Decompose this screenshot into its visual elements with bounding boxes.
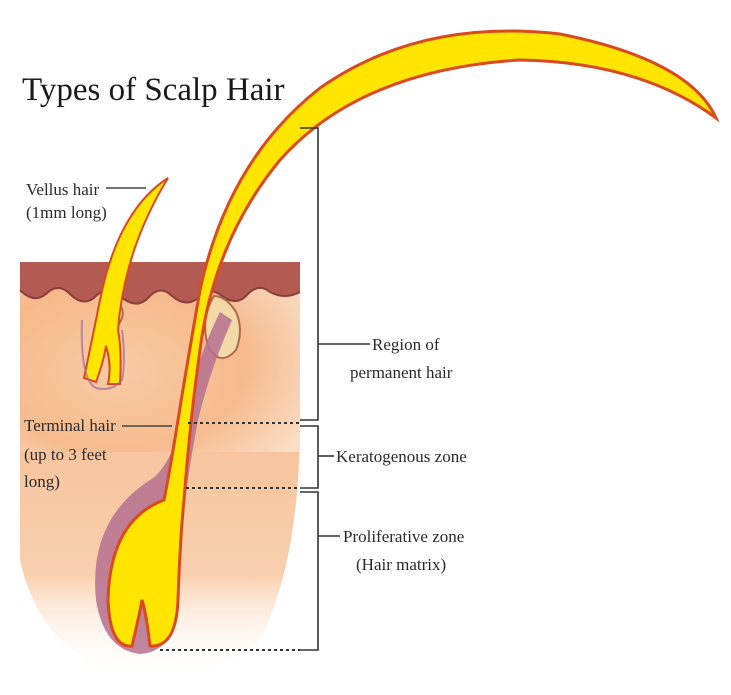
bracket-proliferative	[300, 492, 318, 650]
keratogenous-label: Keratogenous zone	[336, 447, 467, 466]
vellus-label: Vellus hair (1mm long)	[26, 180, 107, 222]
bracket-region	[300, 128, 318, 420]
diagram-title: Types of Scalp Hair	[22, 72, 285, 108]
proliferative-label: Proliferative zone (Hair matrix)	[343, 527, 469, 574]
region-label: Region of permanent hair	[350, 335, 453, 382]
bracket-keratogenous	[300, 426, 318, 488]
